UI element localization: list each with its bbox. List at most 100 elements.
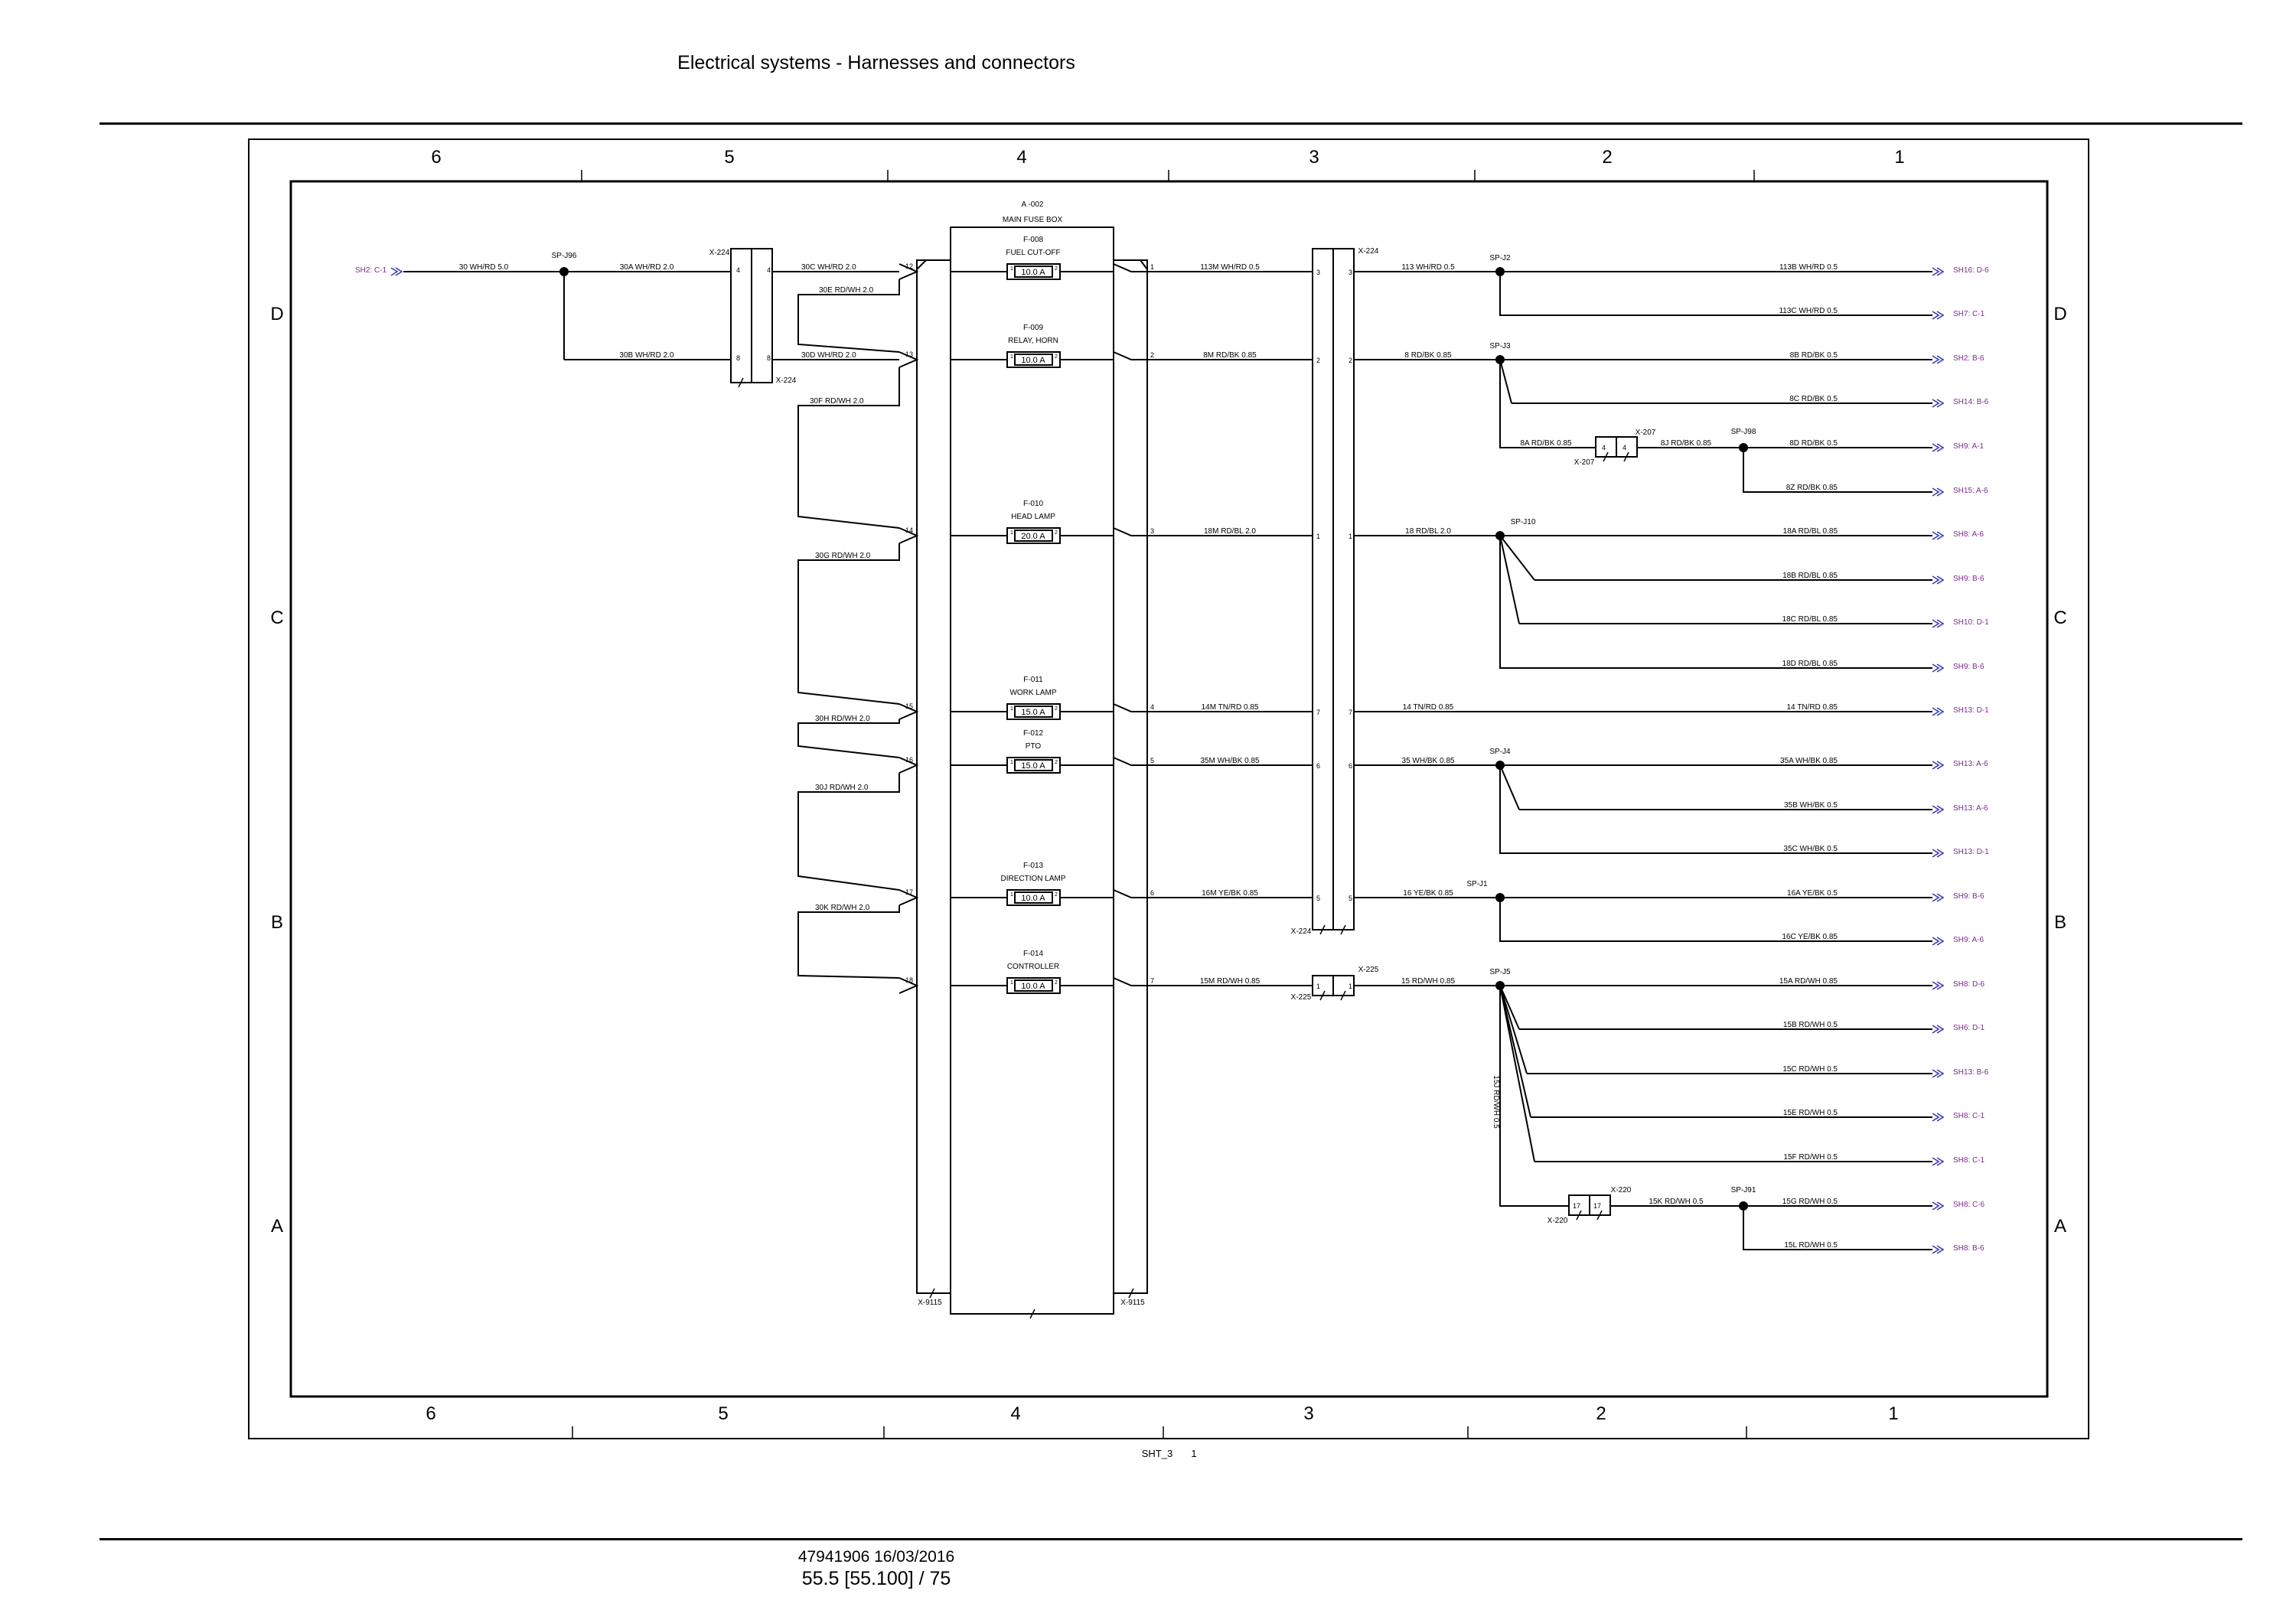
splice-label: SP-J3 — [1489, 342, 1511, 350]
row-label-left: D — [270, 304, 283, 324]
continuation-arrow — [1932, 311, 1945, 320]
splice-label: SP-J10 — [1511, 518, 1536, 526]
fuse-input-pin: 16 — [905, 756, 913, 764]
connector-label-x224-supply: X-224 — [709, 249, 730, 257]
connector-x224-supply-left — [730, 248, 752, 383]
fuse-name: PTO — [1026, 742, 1042, 751]
branch-15 — [1499, 985, 1528, 1074]
cross-reference-output: SH10: D-1 — [1953, 618, 1989, 627]
wire-label-30f: 30F RD/WH 2.0 — [810, 397, 864, 406]
fuse-name: WORK LAMP — [1009, 689, 1056, 697]
fuse-output-stub — [1113, 263, 1147, 272]
wire-15j — [1499, 986, 1569, 1207]
column-label-bottom: 6 — [426, 1403, 435, 1424]
wire-label-output: 18C RD/BL 0.85 — [1782, 615, 1838, 624]
break-x224-supply — [738, 377, 744, 388]
fuse-f-012 — [1006, 757, 1061, 774]
splice-sp-j98 — [1739, 443, 1748, 452]
wire-label-30j: 30J RD/WH 2.0 — [815, 784, 869, 792]
fuse-id: F-012 — [1023, 729, 1044, 738]
fuse-pin-2: 2 — [1055, 706, 1058, 712]
wire-30h — [797, 719, 900, 758]
cross-reference-output: SH13: D-1 — [1953, 848, 1989, 856]
continuation-arrow — [1932, 805, 1945, 814]
branch-18d — [1499, 536, 1512, 669]
fuse-element — [1014, 979, 1053, 992]
column-label-bottom: 1 — [1888, 1403, 1898, 1424]
fuse-rating: 10.0 A — [1021, 268, 1045, 277]
column-label-bottom: 5 — [718, 1403, 728, 1424]
branch-15 — [1499, 985, 1531, 1118]
fuse-input-pin: 12 — [905, 262, 913, 270]
continuation-arrow — [1932, 443, 1945, 452]
wire-label-output: 8D RD/BK 0.5 — [1789, 439, 1838, 448]
wire-label-output: 113B WH/RD 0.5 — [1779, 263, 1838, 272]
splice-label-sp-j96: SP-J96 — [552, 252, 577, 260]
fuse-f-013 — [1006, 889, 1061, 906]
wire-label-fuse-output: 113M WH/RD 0.5 — [1200, 263, 1260, 272]
mid-connector-pin-out: 2 — [1349, 357, 1352, 364]
wire-label-output: 15B RD/WH 0.5 — [1783, 1021, 1838, 1029]
splice-sp-j10 — [1495, 531, 1505, 540]
row-label-right: C — [2053, 608, 2066, 628]
fuse-rating: 10.0 A — [1021, 982, 1045, 991]
fuse-id: F-009 — [1023, 324, 1044, 332]
cross-reference-output: SH9: B-6 — [1953, 892, 1985, 901]
mid-connector-pin-out: 3 — [1349, 269, 1352, 276]
fuse-box-right-connector — [1113, 259, 1148, 1294]
wire-label-fuse-output: 8M RD/BK 0.85 — [1203, 351, 1257, 360]
cross-reference-output: SH13: A-6 — [1953, 760, 1988, 768]
fuse-f-014 — [1006, 977, 1061, 994]
wire-label-output: 18D RD/BL 0.85 — [1782, 660, 1838, 668]
connector-label-x225-bottom: X-225 — [1291, 993, 1312, 1002]
fuse-name: HEAD LAMP — [1011, 513, 1055, 521]
wire-label-30a: 30A WH/RD 2.0 — [620, 263, 674, 272]
continuation-arrow — [1932, 619, 1945, 628]
connector-x207-right — [1616, 436, 1638, 458]
fuse-box-right-break — [1128, 1288, 1134, 1299]
continuation-arrow — [1932, 1201, 1945, 1211]
column-label-top: 2 — [1602, 147, 1612, 168]
fuse-pin-2: 2 — [1055, 892, 1058, 898]
column-label-bottom: 3 — [1303, 1403, 1313, 1424]
branch-18b — [1499, 535, 1535, 581]
column-label-top: 6 — [431, 147, 441, 168]
row-label-left: C — [270, 608, 283, 628]
wire-label-trunk: 113 WH/RD 0.5 — [1401, 263, 1455, 272]
wire-label-trunk: 18 RD/BL 2.0 — [1405, 527, 1451, 536]
connector-label-x225: X-225 — [1358, 966, 1379, 974]
continuation-arrow — [1932, 399, 1945, 408]
connector-label-x224-supply-bottom: X-224 — [776, 376, 797, 385]
continuation-arrow — [1932, 981, 1945, 990]
cross-reference-output: SH2: B-6 — [1953, 354, 1985, 363]
wire-label-15k: 15K RD/WH 0.5 — [1649, 1198, 1704, 1206]
fuse-box-connector-right: X-9115 — [1120, 1299, 1145, 1307]
break-x224-mid-right — [1340, 924, 1346, 935]
mid-connector-pin-out: 6 — [1349, 762, 1352, 770]
x207-pin-in: 4 — [1602, 444, 1606, 451]
wire-30j — [797, 773, 900, 891]
fuse-pin-1: 1 — [1010, 354, 1013, 360]
fuse-rating: 15.0 A — [1021, 708, 1045, 717]
fuse-pin-1: 1 — [1010, 706, 1013, 712]
splice-sp-j2 — [1495, 267, 1505, 276]
cross-reference-output: SH7: C-1 — [1953, 310, 1985, 318]
wire-label-output: 8C RD/BK 0.5 — [1789, 395, 1838, 403]
cross-reference-output: SH6: D-1 — [1953, 1024, 1985, 1032]
cross-reference-output: SH9: B-6 — [1953, 575, 1985, 583]
drawing-frame — [248, 139, 2089, 1439]
connector-label-x207-bottom: X-207 — [1574, 458, 1595, 467]
fuse-name: DIRECTION LAMP — [1000, 875, 1065, 883]
x220-pin-in: 17 — [1573, 1202, 1580, 1210]
wire-label-30c: 30C WH/RD 2.0 — [801, 263, 856, 272]
continuation-arrow — [1932, 1025, 1945, 1034]
fuse-output-stub — [1113, 757, 1147, 766]
continuation-arrow — [1932, 1157, 1945, 1166]
cross-reference-output: SH14: B-6 — [1953, 398, 1989, 406]
fuse-box-name: MAIN FUSE BOX — [1003, 216, 1063, 224]
continuation-arrow — [1932, 355, 1945, 364]
wire-label-30h: 30H RD/WH 2.0 — [815, 715, 870, 723]
wire-label-30g: 30G RD/WH 2.0 — [815, 552, 871, 560]
footer-rule — [99, 1538, 2242, 1540]
